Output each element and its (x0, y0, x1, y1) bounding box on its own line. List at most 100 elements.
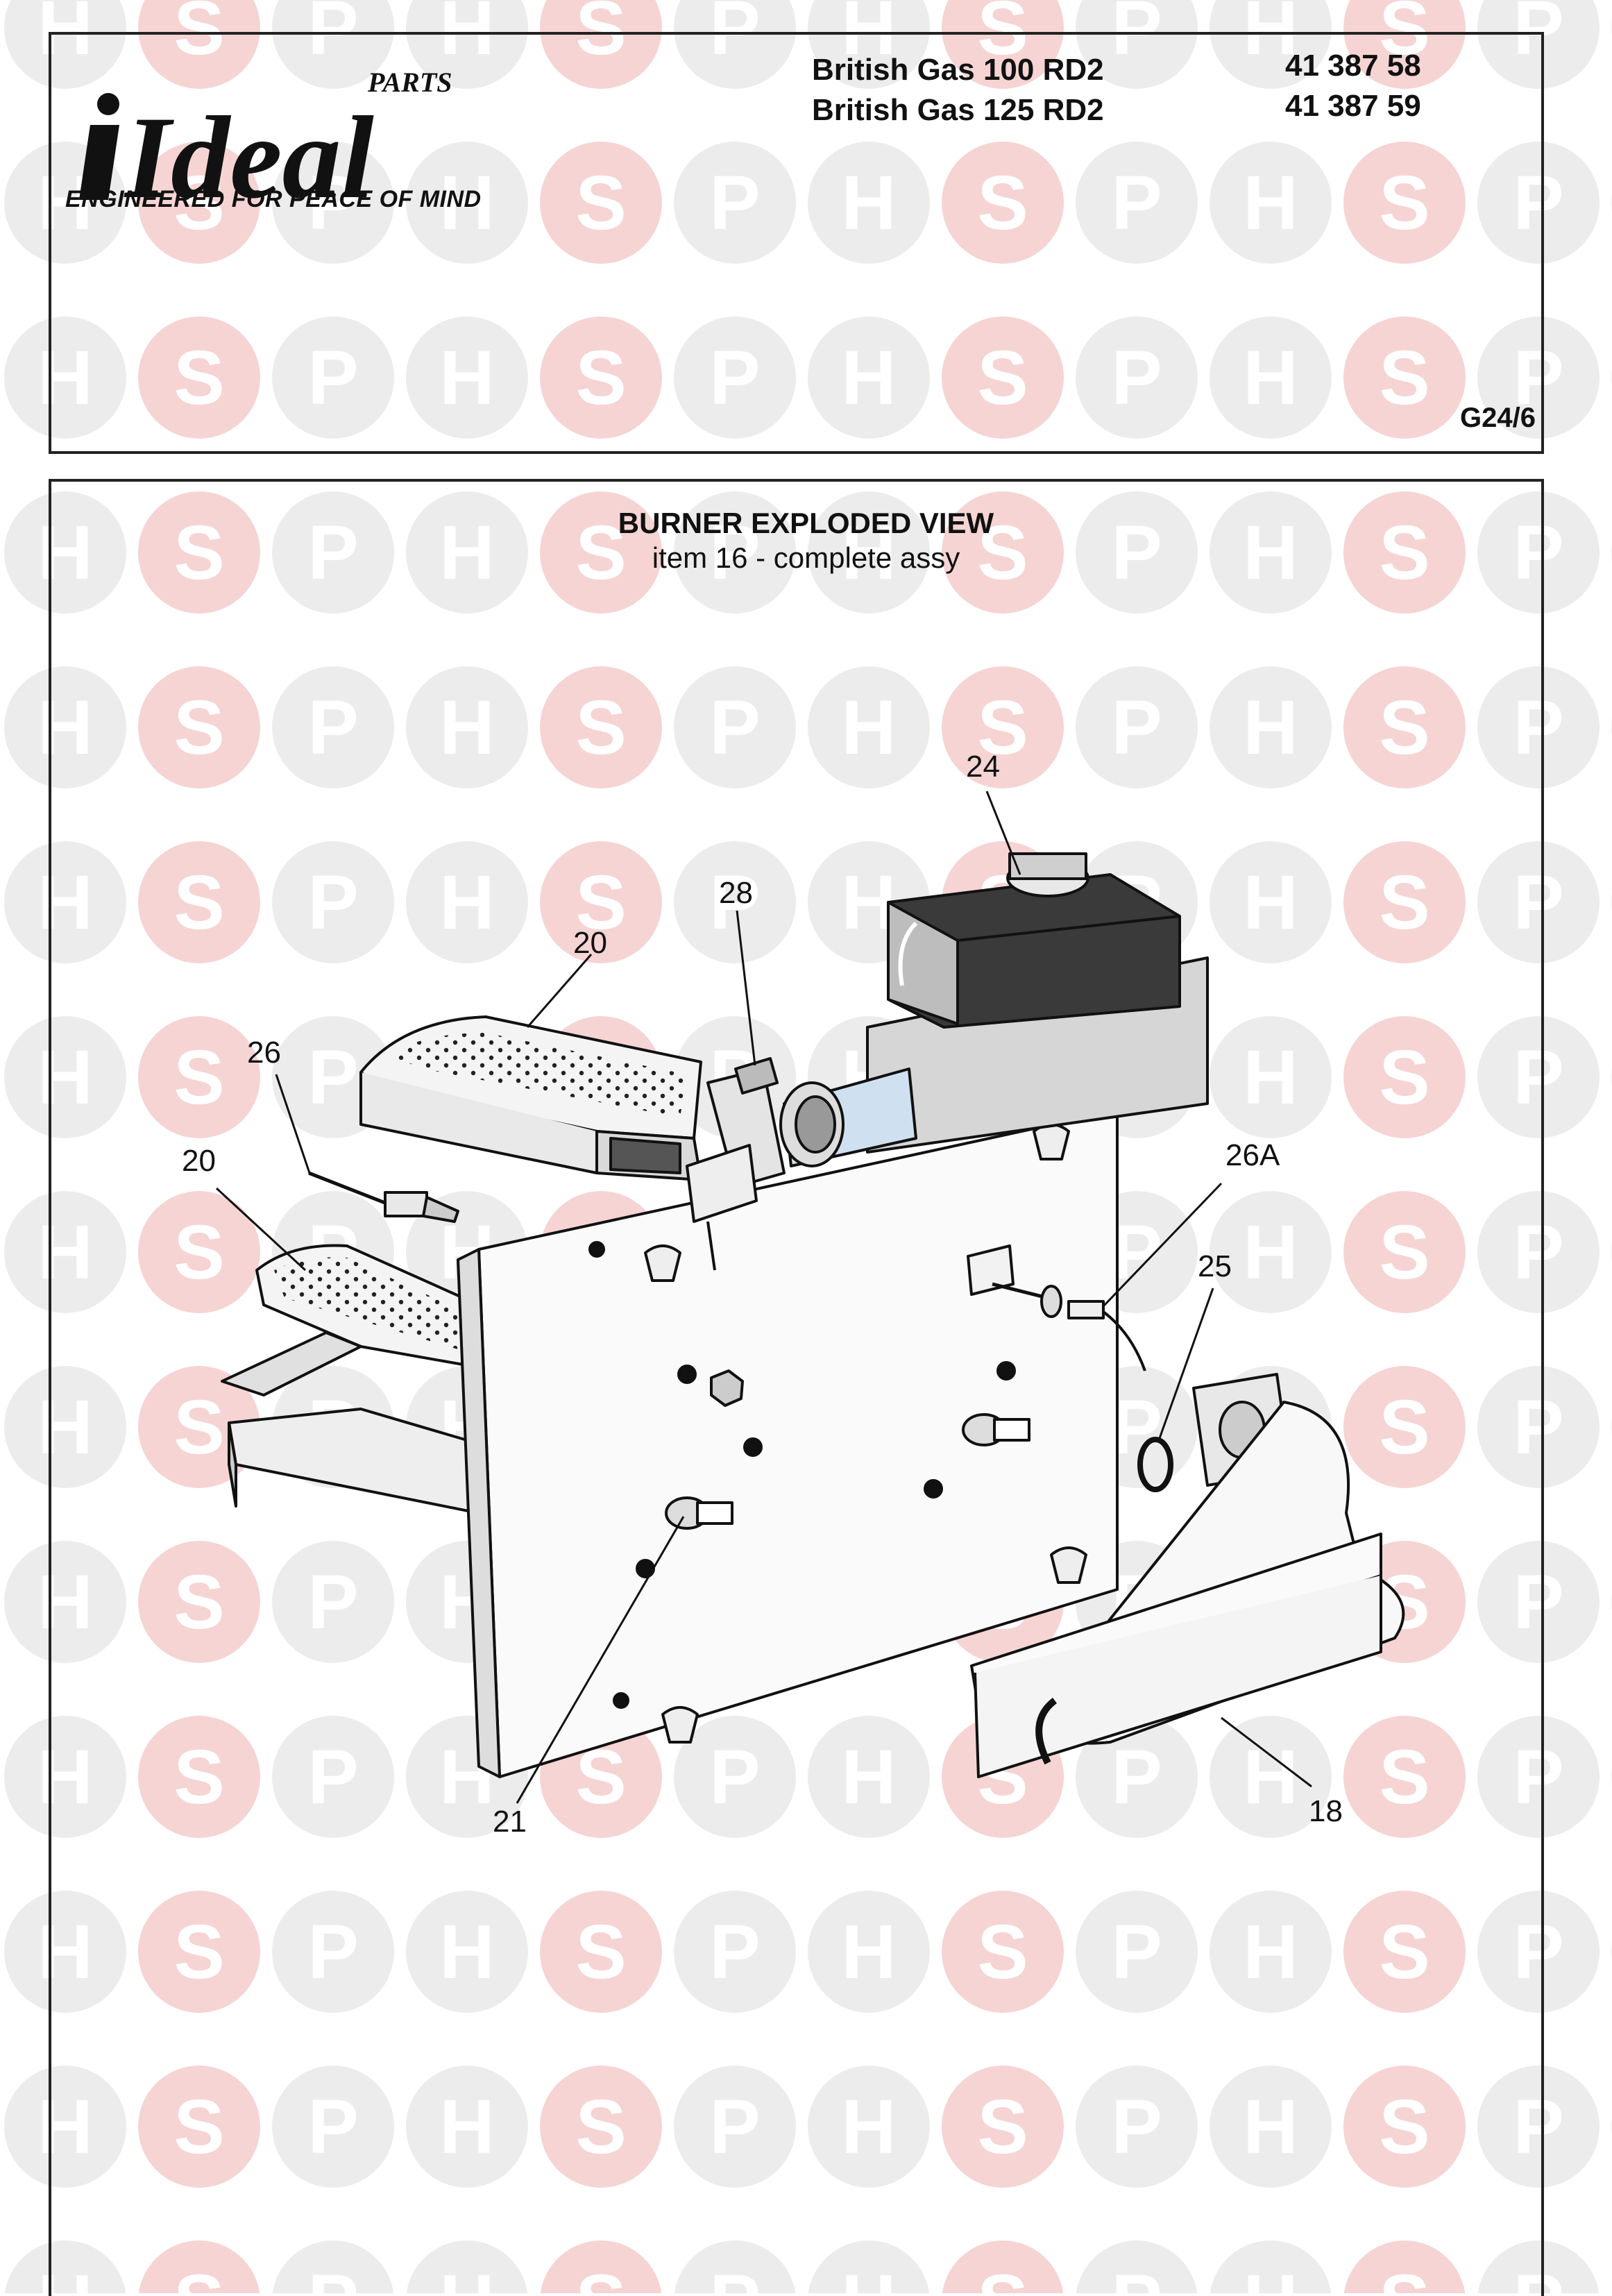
svg-text:S: S (173, 510, 224, 596)
watermark-badge: H (406, 0, 528, 89)
svg-text:P: P (1513, 160, 1563, 246)
svg-text:S: S (173, 860, 224, 945)
svg-text:S: S (1379, 1210, 1429, 1295)
watermark-badge: H (4, 491, 126, 614)
ignition-electrode (308, 1171, 459, 1223)
svg-text:P: P (1513, 2259, 1563, 2293)
svg-text:S: S (977, 335, 1028, 421)
logo-tagline: ENGINEERED FOR PEACE OF MIND (65, 186, 482, 212)
watermark-badge: S (942, 2066, 1064, 2188)
watermark-badge: P (272, 0, 394, 89)
svg-text:P: P (1513, 860, 1563, 945)
watermark-badge: P (1477, 316, 1600, 439)
svg-text:H: H (37, 1210, 92, 1295)
watermark-badge: P (1076, 0, 1198, 89)
svg-text:S: S (1379, 335, 1429, 421)
svg-text:S: S (173, 0, 224, 71)
watermark-badge: S (138, 1541, 260, 1663)
watermark-badge: H (406, 142, 528, 264)
watermark-badge: H (1210, 491, 1332, 614)
watermark-badge: H (406, 1891, 528, 2013)
svg-text:S: S (173, 160, 224, 246)
svg-text:H: H (1243, 1210, 1298, 1295)
watermark-badge: H (406, 666, 528, 788)
watermark-badge: S (138, 1191, 260, 1313)
svg-text:H: H (841, 2084, 896, 2170)
watermark-badge: S (138, 316, 260, 439)
watermark-badge: S (138, 2240, 260, 2293)
svg-text:P: P (709, 2259, 760, 2293)
svg-text:P: P (709, 860, 760, 945)
burner-bar-lower (221, 1244, 480, 1514)
callout-26a: 26A (1225, 1138, 1280, 1172)
watermark-badge: S (1343, 1891, 1466, 2013)
watermark-badge: S (942, 491, 1064, 614)
watermark-badge: P (1076, 2066, 1198, 2188)
svg-text:P: P (307, 1909, 358, 1995)
svg-text:H: H (37, 1560, 92, 1645)
model-name-2: British Gas 125 RD2 (812, 93, 1104, 127)
svg-text:H: H (1243, 1909, 1298, 1995)
watermark-badge: S (942, 1891, 1064, 2013)
watermark-badge: S (1343, 841, 1466, 963)
watermark-badge: H (4, 1891, 126, 2013)
svg-text:P: P (1513, 1210, 1563, 1295)
watermark-badge: P (1477, 0, 1600, 89)
watermark-badge: P (272, 1541, 394, 1663)
watermark-badge: S (540, 1891, 662, 2013)
watermark-badge: P (272, 491, 394, 614)
watermark-badge: P (674, 666, 796, 788)
watermark-badge: H (1210, 666, 1332, 788)
svg-text:S: S (1379, 160, 1429, 246)
watermark-badge: H (808, 491, 930, 614)
svg-text:S: S (977, 685, 1028, 770)
svg-text:P: P (307, 0, 358, 71)
svg-text:P: P (1111, 2084, 1162, 2170)
svg-text:S: S (575, 335, 626, 421)
watermark-badge: P (1076, 1716, 1198, 1838)
svg-text:S: S (575, 2084, 626, 2170)
watermark-badge: S (138, 1716, 260, 1838)
svg-text:S: S (1379, 510, 1429, 596)
svg-text:P: P (709, 0, 760, 71)
watermark-badge: S (1343, 2066, 1466, 2188)
svg-text:S: S (977, 2259, 1028, 2293)
watermark-badge: S (1343, 1016, 1466, 1138)
svg-text:H: H (439, 510, 494, 596)
watermark-badge: P (1477, 1191, 1600, 1313)
watermark-badge: P (1477, 841, 1600, 963)
svg-text:H: H (439, 1909, 494, 1995)
svg-text:P: P (307, 2084, 358, 2170)
svg-text:H: H (1243, 510, 1298, 596)
watermark-badge: S (1343, 1191, 1466, 1313)
watermark-badge: S (540, 666, 662, 788)
callout-18: 18 (1309, 1794, 1343, 1828)
watermark-badge: H (4, 1366, 126, 1488)
watermark-badge: H (406, 841, 528, 963)
svg-text:P: P (1513, 1909, 1563, 1995)
watermark-badge: P (1076, 2240, 1198, 2293)
watermark-badge: P (272, 1891, 394, 2013)
sheet-reference: G24/6 (1460, 403, 1536, 433)
svg-text:S: S (977, 2084, 1028, 2170)
watermark-badge: H (4, 0, 126, 89)
watermark-badge: P (674, 1716, 796, 1838)
svg-text:H: H (1243, 160, 1298, 246)
watermark-badge: S (1343, 0, 1466, 89)
svg-text:S: S (1379, 685, 1429, 770)
watermark-badge: P (1477, 491, 1600, 614)
watermark-badge: H (1210, 2066, 1332, 2188)
watermark-badge: S (540, 491, 662, 614)
burner-bar-upper (359, 1015, 702, 1181)
svg-text:P: P (1111, 1734, 1162, 1820)
svg-text:P: P (307, 1035, 358, 1120)
watermark-badge: P (272, 316, 394, 439)
svg-text:S: S (173, 685, 224, 770)
watermark-badge: H (406, 491, 528, 614)
svg-text:S: S (1379, 1734, 1429, 1820)
watermark-badge: P (1477, 142, 1600, 264)
svg-text:S: S (1379, 860, 1429, 945)
watermark-badge: S (138, 841, 260, 963)
svg-text:P: P (1111, 0, 1162, 71)
